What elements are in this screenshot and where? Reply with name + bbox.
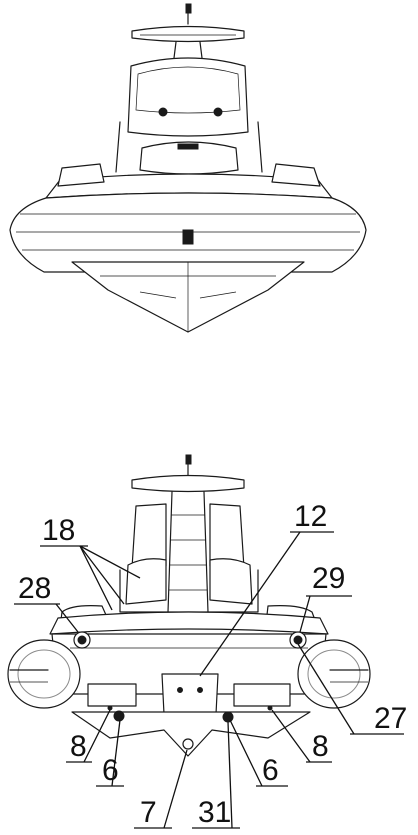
antenna-icon xyxy=(185,3,192,25)
callout-31: 31 xyxy=(198,796,231,829)
transom-step-left xyxy=(87,683,137,707)
left-tube xyxy=(7,639,81,709)
motor-mount-plate xyxy=(161,673,219,715)
front-view-upper xyxy=(9,3,367,333)
t-top-canopy xyxy=(131,474,245,493)
right-tube xyxy=(297,639,371,709)
t-top-canopy xyxy=(131,25,245,43)
callout-6-left: 6 xyxy=(102,754,119,787)
callout-7: 7 xyxy=(140,796,157,829)
callout-8-left: 8 xyxy=(70,730,87,763)
callout-6-right: 6 xyxy=(262,754,279,787)
callout-28: 28 xyxy=(18,572,51,605)
callout-18: 18 xyxy=(42,514,75,547)
left-fitting-icon xyxy=(113,710,125,722)
callout-12: 12 xyxy=(294,500,327,533)
lower-hull xyxy=(71,711,311,757)
bow-light-icon xyxy=(182,229,194,245)
keel-fitting-icon xyxy=(182,738,194,750)
console-windshield xyxy=(127,57,249,137)
t-top-frame xyxy=(167,491,209,613)
callout-29: 29 xyxy=(312,562,345,595)
callout-27: 27 xyxy=(374,702,407,735)
antenna-icon xyxy=(185,454,192,476)
transom-step-right xyxy=(233,683,291,707)
helm-seat xyxy=(139,141,239,175)
rear-view-lower xyxy=(7,454,371,757)
deck-band xyxy=(49,611,329,635)
right-fitting-icon xyxy=(222,711,234,723)
t-top-legs xyxy=(173,41,203,59)
callout-8-right: 8 xyxy=(312,730,329,763)
callouts: 18 12 28 29 27 8 8 6 6 xyxy=(14,500,407,829)
